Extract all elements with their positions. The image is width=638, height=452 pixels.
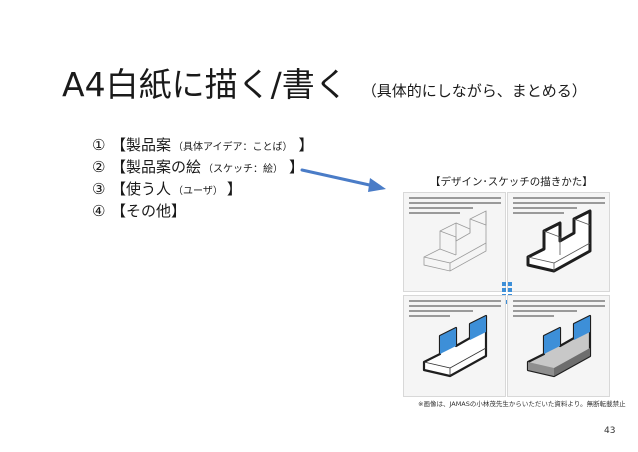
panel-text-lines xyxy=(409,197,501,217)
figure-caption: 【デザイン･スケッチの描きかた】 xyxy=(430,176,593,188)
slide-subtitle: （具体的にしながら、まとめる） xyxy=(361,82,587,100)
list-item-label: 【使う人 xyxy=(111,180,172,198)
block-sketch-icon xyxy=(423,210,487,272)
list-item-number: ② xyxy=(92,158,106,176)
list-item-close: 】 xyxy=(289,158,305,176)
list-item: ① 【製品案 （具体アイデア：ことば） 】 xyxy=(92,134,314,156)
sketch-panel-step3 xyxy=(403,295,506,397)
sketch-panel-step4 xyxy=(507,295,610,397)
list-item-label: 【その他】 xyxy=(111,202,187,220)
block-shaded-icon xyxy=(526,314,592,378)
image-credit-footnote: ※画像は、JAMASの小林茂先生からいただいた資料より。無断転載禁止 xyxy=(418,400,626,408)
panel-text-lines xyxy=(513,197,605,217)
list-item-label: 【製品案の絵 xyxy=(111,158,202,176)
list-item-note: （具体アイデア：ことば） xyxy=(173,142,293,153)
pointer-arrow-icon xyxy=(300,168,386,192)
list-item-number: ③ xyxy=(92,180,106,198)
page-number: 43 xyxy=(604,426,616,436)
panel-text-lines xyxy=(409,300,501,320)
sketch-panel-step2 xyxy=(507,192,610,292)
list-item-close: 】 xyxy=(298,136,314,154)
sketch-panel-step1 xyxy=(403,192,506,292)
list-item: ② 【製品案の絵 （スケッチ：絵） 】 xyxy=(92,156,314,178)
list-item-label: 【製品案 xyxy=(111,136,172,154)
list-item-note: （ユーザ） xyxy=(173,186,223,197)
list-item: ④ 【その他】 xyxy=(92,200,314,222)
list-item-close: 】 xyxy=(226,180,242,198)
item-list: ① 【製品案 （具体アイデア：ことば） 】 ② 【製品案の絵 （スケッチ：絵） … xyxy=(92,134,314,222)
list-item: ③ 【使う人 （ユーザ） 】 xyxy=(92,178,314,200)
list-item-number: ① xyxy=(92,136,106,154)
slide-title: A4白紙に描く/書く xyxy=(62,65,348,104)
list-item-note: （スケッチ：絵） xyxy=(203,164,284,175)
sketch-steps-figure xyxy=(403,192,610,397)
panel-text-lines xyxy=(513,300,605,320)
block-outline-icon xyxy=(526,209,592,273)
list-item-number: ④ xyxy=(92,202,106,220)
block-highlight-icon xyxy=(422,314,488,378)
slide-title-row: A4白紙に描く/書く （具体的にしながら、まとめる） xyxy=(62,58,587,106)
